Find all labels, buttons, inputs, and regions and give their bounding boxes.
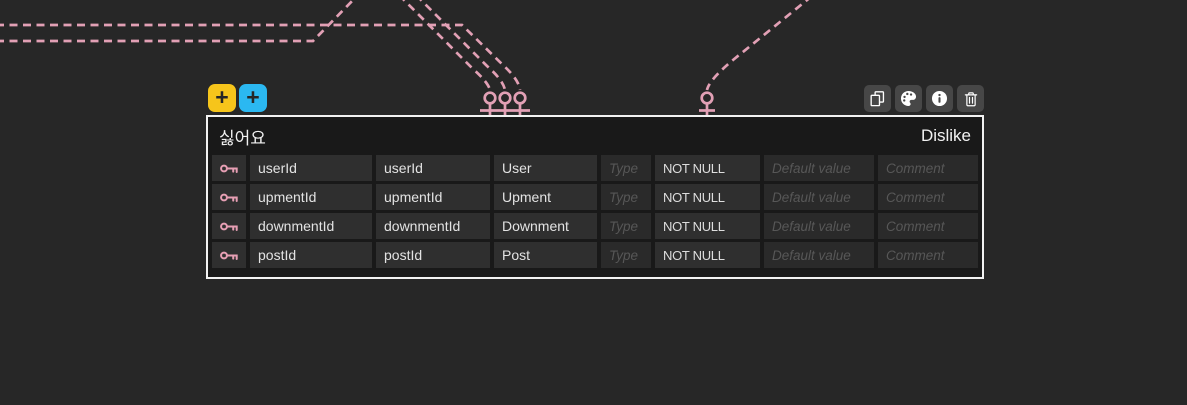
palette-icon [900, 90, 917, 107]
table-row: postId postId Post Type NOT NULL Default… [212, 242, 978, 268]
table-name[interactable]: 싫어요 [219, 128, 266, 148]
column-logical-name-cell[interactable]: downmentId [376, 213, 490, 239]
column-name-cell[interactable]: downmentId [250, 213, 372, 239]
column-ref-cell[interactable]: Post [494, 242, 597, 268]
table-card[interactable]: 싫어요 Dislike userId userId User Type NOT … [206, 115, 984, 279]
table-row: userId userId User Type NOT NULL Default… [212, 155, 978, 181]
column-ref-cell[interactable]: Upment [494, 184, 597, 210]
column-comment-cell[interactable]: Comment [878, 242, 978, 268]
column-name-cell[interactable]: userId [250, 155, 372, 181]
column-ref-cell[interactable]: Downment [494, 213, 597, 239]
column-type-cell[interactable]: Type [601, 242, 651, 268]
trash-icon [964, 91, 977, 106]
key-icon [220, 251, 238, 260]
plus-icon: + [246, 83, 260, 110]
column-notnull-cell[interactable]: NOT NULL [655, 242, 760, 268]
add-column-button[interactable]: + [208, 84, 236, 112]
column-default-cell[interactable]: Default value [764, 184, 874, 210]
plus-icon: + [215, 83, 229, 110]
add-relationship-button[interactable]: + [239, 84, 267, 112]
copy-icon [870, 91, 885, 107]
column-name-cell[interactable]: upmentId [250, 184, 372, 210]
table-info-button[interactable] [926, 85, 953, 112]
column-logical-name-cell[interactable]: postId [376, 242, 490, 268]
column-key-cell [212, 242, 246, 268]
column-default-cell[interactable]: Default value [764, 242, 874, 268]
column-logical-name-cell[interactable]: upmentId [376, 184, 490, 210]
relationship-terminator [480, 91, 715, 116]
key-icon [220, 193, 238, 202]
info-icon [931, 90, 948, 107]
column-list: userId userId User Type NOT NULL Default… [212, 155, 978, 268]
column-type-cell[interactable]: Type [601, 213, 651, 239]
key-icon [220, 222, 238, 231]
delete-table-button[interactable] [957, 85, 984, 112]
column-notnull-cell[interactable]: NOT NULL [655, 213, 760, 239]
column-key-cell [212, 213, 246, 239]
relationship-line [0, 0, 810, 91]
table-comment[interactable]: Dislike [920, 126, 971, 145]
table-row: upmentId upmentId Upment Type NOT NULL D… [212, 184, 978, 210]
column-comment-cell[interactable]: Comment [878, 155, 978, 181]
column-ref-cell[interactable]: User [494, 155, 597, 181]
column-notnull-cell[interactable]: NOT NULL [655, 155, 760, 181]
column-notnull-cell[interactable]: NOT NULL [655, 184, 760, 210]
column-type-cell[interactable]: Type [601, 155, 651, 181]
table-header: 싫어요 Dislike [212, 117, 978, 155]
key-icon [220, 164, 238, 173]
column-key-cell [212, 184, 246, 210]
column-default-cell[interactable]: Default value [764, 155, 874, 181]
table-row: downmentId downmentId Downment Type NOT … [212, 213, 978, 239]
table-add-toolbar: + + [208, 84, 267, 112]
column-comment-cell[interactable]: Comment [878, 184, 978, 210]
column-logical-name-cell[interactable]: userId [376, 155, 490, 181]
column-comment-cell[interactable]: Comment [878, 213, 978, 239]
duplicate-table-button[interactable] [864, 85, 891, 112]
column-name-cell[interactable]: postId [250, 242, 372, 268]
table-action-toolbar [864, 85, 984, 112]
column-type-cell[interactable]: Type [601, 184, 651, 210]
table-color-button[interactable] [895, 85, 922, 112]
column-key-cell [212, 155, 246, 181]
column-default-cell[interactable]: Default value [764, 213, 874, 239]
